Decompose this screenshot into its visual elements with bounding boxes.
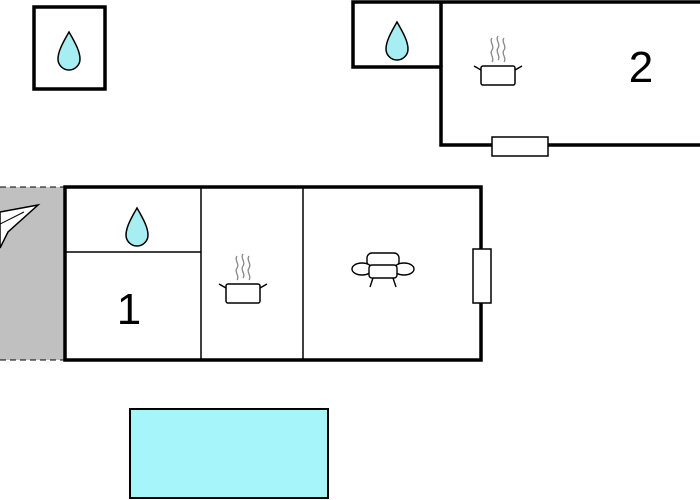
- water-drop-icon: [57, 31, 81, 71]
- unit-1-number: 1: [117, 285, 141, 334]
- unit-2-number: 2: [629, 43, 653, 92]
- cooking-pot-icon: [218, 253, 268, 304]
- swimming-pool: [129, 408, 329, 499]
- water-drop-icon: [125, 207, 149, 247]
- water-drop-icon: [385, 21, 409, 61]
- compass-arrow-icon: [0, 203, 41, 249]
- unit-1: 1: [63, 185, 492, 362]
- door: [472, 248, 492, 304]
- detached-bathroom: [32, 5, 107, 91]
- cooking-pot-icon: [473, 35, 523, 86]
- door: [491, 136, 549, 157]
- unit-2: 2: [351, 0, 700, 157]
- sofa-icon: [351, 252, 415, 288]
